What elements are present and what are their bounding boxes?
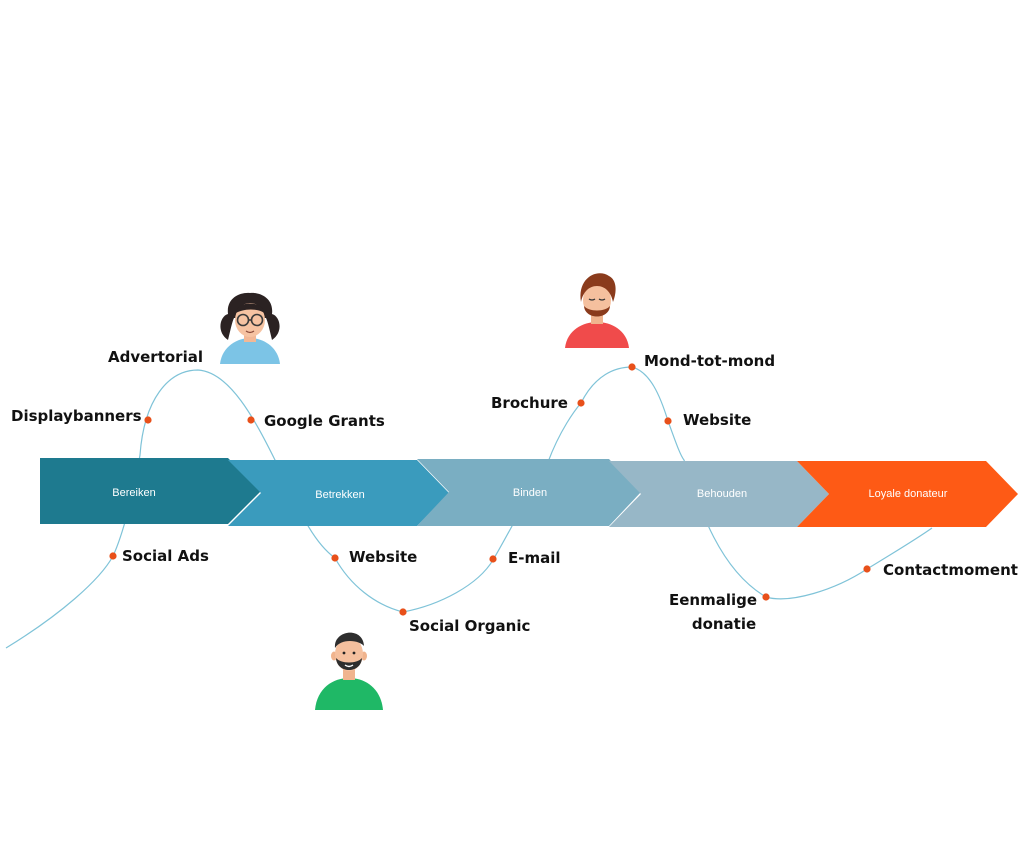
stage-bar: Bereiken Betrekken Binden Behouden Loyal…: [40, 458, 1018, 527]
shirt-shape: [565, 322, 629, 348]
touchpoint-dot-google-grants: [247, 416, 255, 424]
stage-label-binden: Binden: [513, 487, 547, 499]
touchpoint-label-social-organic: Social Organic: [409, 617, 530, 635]
touchpoint-dot-displaybanners: [144, 416, 152, 424]
touchpoint-dot-social-ads: [109, 552, 117, 560]
stage-chevron-behouden: [609, 461, 829, 527]
touchpoint-dot-contactmoment: [863, 565, 871, 573]
hair-shape: [334, 632, 364, 648]
stage-chevron-bereiken: [40, 458, 261, 524]
eye-shape: [342, 651, 346, 655]
touchpoint-dot-brochure: [577, 399, 585, 407]
stage-label-bereiken: Bereiken: [112, 487, 155, 499]
stage-label-loyale-donateur: Loyale donateur: [869, 488, 948, 500]
mouth-shape: [245, 330, 255, 334]
touchpoint-label-displaybanners: Displaybanners: [11, 407, 142, 425]
persona-man-red-avatar: [565, 273, 629, 348]
stage-betrekken: Betrekken: [228, 460, 449, 526]
touchpoint-dot-eenmalige-donatie: [762, 593, 770, 601]
face-shape: [583, 283, 611, 317]
touchpoint-dots: [109, 363, 871, 616]
touchpoint-dot-e-mail: [489, 555, 497, 563]
mouth-shape: [344, 664, 354, 668]
touchpoint-label-e-mail: E-mail: [508, 549, 561, 567]
beard-shape: [584, 306, 610, 317]
touchpoint-label-website-2: Website: [683, 411, 751, 429]
shirt-shape: [315, 678, 383, 710]
touchpoint-dot-social-organic: [399, 608, 407, 616]
eye-shape: [352, 651, 356, 655]
eye-closed-shape: [598, 298, 606, 301]
stage-bereiken: Bereiken: [40, 458, 261, 524]
shirt-shape: [220, 338, 280, 364]
stage-chevron-betrekken: [228, 460, 449, 526]
touchpoint-label-advertorial: Advertorial: [108, 348, 203, 366]
hair-shape: [580, 273, 616, 302]
stage-chevron-binden: [417, 459, 641, 526]
touchpoint-label-brochure: Brochure: [491, 394, 568, 412]
stage-behouden: Behouden: [609, 461, 829, 527]
persona-man-beard-avatar: [315, 632, 383, 710]
touchpoint-label-eenmalige-donatie-line1: Eenmalige: [669, 591, 757, 609]
touchpoint-labels: Social Ads Displaybanners Advertorial Go…: [11, 348, 1018, 635]
touchpoint-label-contactmoment: Contactmoment: [883, 561, 1018, 579]
stage-label-behouden: Behouden: [697, 488, 747, 500]
stage-label-betrekken: Betrekken: [315, 489, 365, 501]
stage-binden: Binden: [417, 459, 641, 526]
touchpoint-label-google-grants: Google Grants: [264, 412, 385, 430]
stage-chevron-loyale-donateur: [797, 461, 1018, 527]
touchpoint-label-website-1: Website: [349, 548, 417, 566]
touchpoint-dot-website-2: [664, 417, 672, 425]
stage-loyale-donateur: Loyale donateur: [797, 461, 1018, 527]
eye-closed-shape: [588, 298, 596, 301]
touchpoint-label-mond-tot-mond: Mond-tot-mond: [644, 352, 775, 370]
touchpoint-dot-website-1: [331, 554, 339, 562]
persona-woman-glasses-avatar: [220, 292, 280, 364]
touchpoint-label-eenmalige-donatie-line2: donatie: [692, 615, 756, 633]
touchpoint-label-social-ads: Social Ads: [122, 547, 209, 565]
beard-shape: [336, 658, 362, 670]
hair-bangs-shape: [234, 303, 266, 314]
touchpoint-dot-mond-tot-mond: [628, 363, 636, 371]
